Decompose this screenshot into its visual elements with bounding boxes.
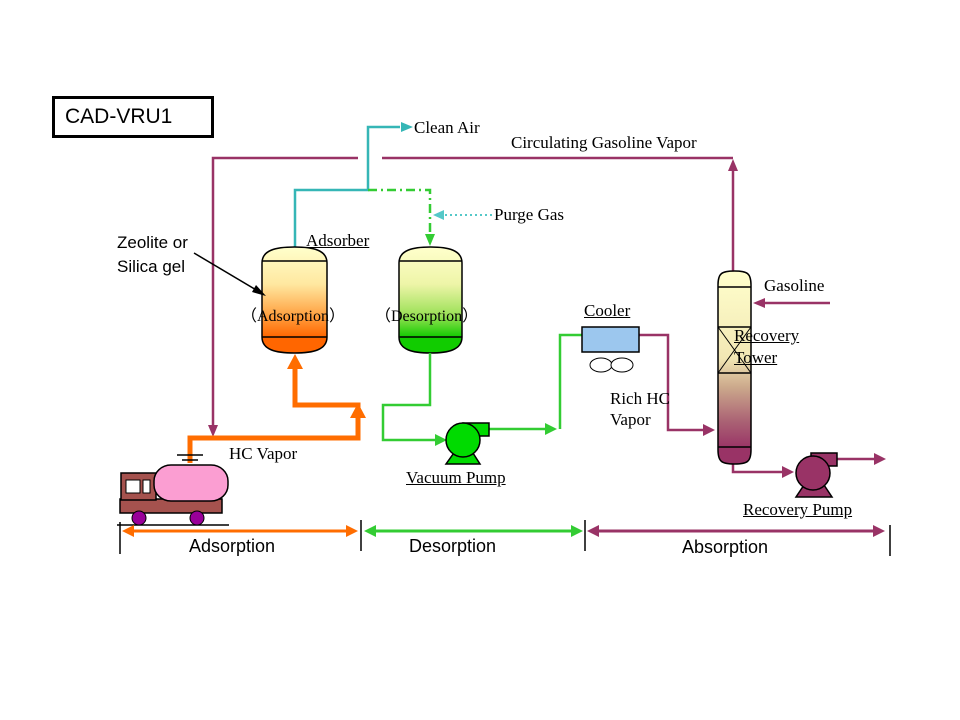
title-box: CAD-VRU1 <box>52 96 214 138</box>
truck-window-small <box>142 479 151 494</box>
zeolite-pointer <box>193 252 266 296</box>
arrow-down-purge <box>425 234 435 246</box>
adsorption-state-label: （Adsorption） <box>241 308 346 325</box>
rich-hc-vapor-label: Rich HC Vapor <box>610 389 670 429</box>
cooler-fan-left <box>589 357 613 373</box>
absorption-span-head-left <box>587 525 599 537</box>
truck-window-large <box>125 479 141 494</box>
hc-vapor-arrowheads <box>287 354 366 418</box>
purge-dashdot-line <box>368 188 432 233</box>
recovery-tower-vessel <box>717 270 752 465</box>
tower-bottom-line <box>731 464 783 474</box>
tower-packing-x <box>717 326 752 374</box>
cooler-box <box>581 326 640 353</box>
adsorber-vessel <box>261 246 328 354</box>
zeolite-label: Zeolite or Silica gel <box>117 233 188 276</box>
tower-body <box>717 270 752 465</box>
arrow-right-cooler <box>545 423 557 435</box>
truck-tank <box>153 464 229 502</box>
desorber-purge-pipe <box>368 188 432 233</box>
phase-ticks <box>119 520 891 556</box>
arrow-right-pump-out <box>874 453 886 465</box>
recovery-pump-unit <box>794 452 838 498</box>
cooler-label: Cooler <box>584 301 631 320</box>
recovery-pump-label: Recovery Pump <box>743 500 853 519</box>
desorption-arrowheads <box>435 423 557 446</box>
adsorption-span-head-left <box>122 525 134 537</box>
phase-arrow-desorption <box>364 525 583 537</box>
phase-arrow-absorption <box>587 525 885 537</box>
circulating-vapor-pipe <box>211 156 875 474</box>
desorption-state-label: （Desorption） <box>375 308 479 325</box>
adsorber-label: Adsorber <box>306 231 370 250</box>
arrow-right-pump-inlet <box>435 434 447 446</box>
arrow-left-gasoline <box>753 298 765 308</box>
circulating-line-left <box>211 156 358 425</box>
packing-diagonal-2 <box>717 326 752 374</box>
arrow-right-tower-feed <box>703 424 715 436</box>
recovery-tower-label: Recovery Tower <box>734 326 800 367</box>
phase-desorption-label: Desorption <box>409 536 497 556</box>
arrow-right-clean-air <box>401 122 413 132</box>
adsorption-span-head-right <box>346 525 358 537</box>
hc-vapor-pipe <box>187 360 361 463</box>
desorption-span-head-left <box>364 525 376 537</box>
tanker-truck <box>117 454 229 526</box>
vacuum-pump <box>444 422 490 465</box>
arrow-down-truck <box>208 425 218 437</box>
arrow-up-adsorber <box>287 354 303 369</box>
recovery-pump-casing <box>795 455 831 491</box>
arrow-left-purge <box>433 210 444 220</box>
hc-vapor-label: HC Vapor <box>229 444 298 463</box>
arrow-up-mid <box>350 403 366 418</box>
arrow-right-pump-feed <box>782 466 794 478</box>
cooler-fan-right <box>610 357 634 373</box>
desorber-vessel <box>398 246 463 354</box>
circulating-gasoline-vapor-label: Circulating Gasoline Vapor <box>511 133 697 152</box>
desorber-outlet-line <box>381 353 438 442</box>
cooler-unit <box>581 326 640 373</box>
circulating-vapor-arrowheads <box>208 159 886 478</box>
clean-air-label: Clean Air <box>414 118 480 137</box>
absorption-span-head-right <box>873 525 885 537</box>
phase-adsorption-label: Adsorption <box>189 536 276 556</box>
phase-absorption-label: Absorption <box>682 537 769 557</box>
arrow-up-tower-top <box>728 159 738 171</box>
vacuum-pump-casing <box>445 422 481 458</box>
phase-arrow-adsorption <box>122 525 358 537</box>
truck-wheel-front <box>131 510 147 526</box>
gasoline-label: Gasoline <box>764 276 825 295</box>
truck-wheel-rear <box>189 510 205 526</box>
zeolite-pointer-line <box>193 252 259 292</box>
desorption-pipe <box>381 333 582 442</box>
hc-vapor-line <box>187 360 361 463</box>
vacuum-pump-label: Vacuum Pump <box>406 468 506 487</box>
zeolite-pointer-arrowhead <box>252 285 266 296</box>
cooler-feed-line <box>558 333 582 429</box>
rich-vapor-line <box>639 333 703 432</box>
desorption-span-head-right <box>571 525 583 537</box>
purge-gas-label: Purge Gas <box>494 205 565 224</box>
